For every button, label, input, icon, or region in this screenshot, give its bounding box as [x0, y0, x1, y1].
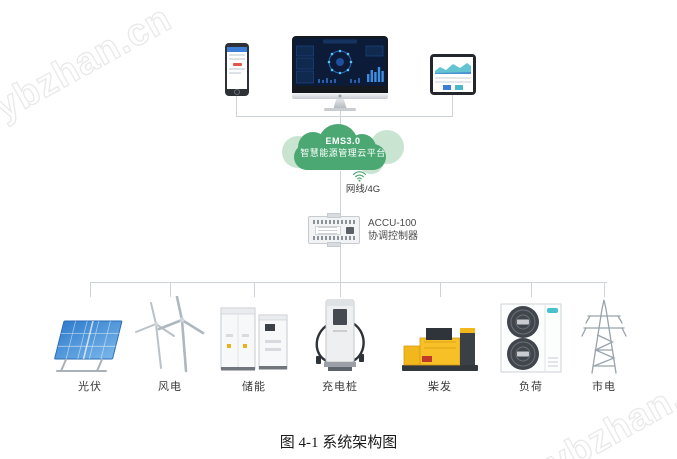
device-diesel: 柴发 — [395, 296, 485, 394]
device-label-solar: 光伏 — [78, 381, 102, 393]
figure-caption: 图 4-1 系统架构图 — [279, 435, 398, 451]
connector-drop-diesel — [440, 282, 441, 297]
device-wind: 风电 — [125, 296, 215, 394]
controller-device-icon — [308, 216, 360, 244]
controller-model: ACCU-100 — [368, 218, 417, 229]
device-label-wind: 风电 — [158, 381, 182, 393]
power-tower-icon — [576, 296, 632, 374]
device-label-charger: 充电桩 — [322, 381, 358, 393]
connector-phone-stub — [236, 96, 237, 116]
connector-cloud-to-controller — [340, 171, 341, 217]
smartphone-icon — [225, 43, 249, 96]
controller-display — [315, 226, 341, 235]
dashboard-graphic — [294, 38, 386, 86]
connector-bus-horizontal — [90, 282, 607, 283]
device-label-load: 负荷 — [519, 381, 543, 393]
monitor-chin — [292, 93, 388, 99]
cloud-platform-title: EMS3.0 智慧能源管理云平台 — [292, 135, 394, 159]
watermark-top-left: ybzhan.cn — [0, 0, 179, 129]
tablet-screen — [433, 57, 473, 92]
ac-load-icon — [499, 296, 563, 374]
connector-to-cloud — [340, 116, 341, 130]
connector-top-horizontal — [236, 116, 453, 117]
controller-name: 协调控制器 — [368, 231, 418, 242]
device-load: 负荷 — [486, 296, 576, 394]
device-solar: 光伏 — [45, 296, 135, 394]
monitor-stand — [333, 99, 347, 108]
controller-button — [346, 227, 354, 234]
cloud-platform: EMS3.0 智慧能源管理云平台 — [282, 124, 404, 174]
connector-drop-wind — [170, 282, 171, 297]
device-label-diesel: 柴发 — [428, 381, 452, 393]
monitor-base — [324, 108, 356, 111]
connector-drop-solar — [90, 282, 91, 297]
device-charger: 充电桩 — [295, 296, 385, 394]
device-grid: 市电 — [559, 296, 649, 394]
monitor-screen — [292, 36, 388, 93]
desktop-monitor-icon — [292, 36, 388, 111]
connector-tablet-stub — [452, 95, 453, 116]
connection-type-label: 网线/4G — [345, 184, 381, 195]
device-label-storage: 储能 — [242, 381, 266, 393]
connector-drop-load — [531, 282, 532, 297]
wifi-icon — [352, 169, 367, 187]
device-label-grid: 市电 — [592, 381, 616, 393]
battery-storage-icon — [213, 296, 295, 374]
connector-drop-charger — [340, 282, 341, 297]
tablet-chart-graphic — [433, 57, 473, 92]
ev-charger-icon — [306, 296, 374, 374]
diesel-generator-icon — [398, 296, 482, 374]
controller-label: ACCU-100 协调控制器 — [368, 217, 418, 243]
wind-turbine-icon — [132, 296, 208, 374]
connector-drop-storage — [254, 282, 255, 297]
tablet-icon — [430, 54, 476, 95]
phone-home-button-icon — [234, 88, 240, 95]
connector-controller-to-bus — [340, 244, 341, 283]
solar-panel-icon — [50, 296, 130, 374]
cloud-title-line1: EMS3.0 — [325, 136, 361, 146]
cloud-title-line2: 智慧能源管理云平台 — [300, 148, 386, 158]
device-storage: 储能 — [209, 296, 299, 394]
smartphone-screen — [227, 47, 247, 89]
connector-drop-grid — [604, 282, 605, 297]
